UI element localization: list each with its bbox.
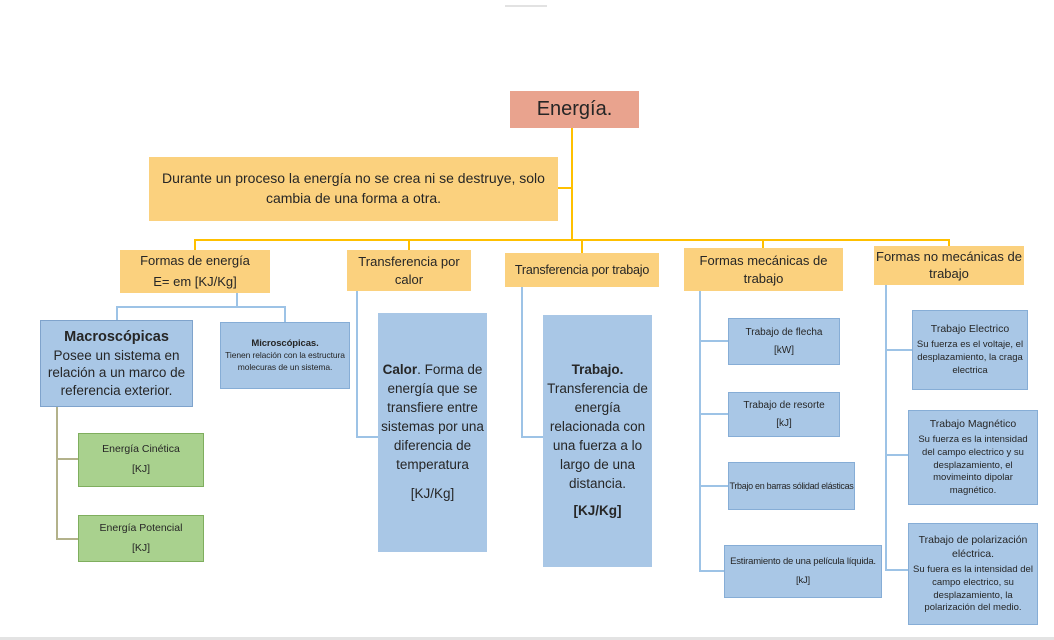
node-trabajo-electrico: Trabajo Electrico Su fuerza es el voltaj…: [912, 310, 1028, 390]
connector-trabajo-vert: [521, 286, 523, 438]
node-macroscopicas-title: Macroscópicas: [64, 328, 169, 345]
connector-stub-calor: [408, 239, 410, 251]
connector-trabajo-stub: [521, 436, 543, 438]
connector-drop-microscopicas: [284, 306, 286, 323]
node-trabajo-polarizacion-body: Su fuera es la intensidad del campo elec…: [913, 564, 1033, 614]
node-microscopicas-title: Microscópicas.: [251, 337, 319, 349]
connector-mecanicas-stub-3: [699, 485, 728, 487]
connector-drop-macroscopicas: [116, 306, 118, 321]
connector-root-vertical: [571, 128, 573, 241]
page-top-mark: [505, 5, 547, 7]
node-energia-cinetica-unit: [KJ]: [131, 463, 151, 475]
connector-stub-trabajo: [581, 239, 583, 254]
node-estiramiento-pelicula: Estiramiento de una película líquida. [k…: [724, 545, 882, 598]
node-energia-label: Energía.: [536, 98, 613, 120]
connector-mecanicas-stub-1: [699, 340, 728, 342]
node-microscopicas: Microscópicas. Tienen relación con la es…: [220, 322, 350, 389]
node-energia-root: Energía.: [510, 91, 639, 128]
node-trabajo-de-resorte-label: Trabajo de resorte: [743, 399, 825, 411]
connector-mecanicas-vert: [699, 290, 701, 572]
node-trabajo-electrico-title: Trabajo Electrico: [930, 323, 1010, 336]
node-calor-definicion-text: Calor. Forma de energía que se transfier…: [380, 361, 485, 474]
branch-formas-de-energia: Formas de energía E= em [KJ/Kg]: [120, 250, 270, 293]
node-energia-potencial-unit: [KJ]: [131, 541, 151, 554]
node-trabajo-lead: Trabajo.: [571, 362, 624, 378]
page-bottom-edge: [0, 637, 1054, 640]
connector-mecanicas-stub-4: [699, 570, 724, 572]
branch-transferencia-trabajo: Transferencia por trabajo: [505, 253, 659, 287]
connector-stub-no-mecanicas: [948, 239, 950, 247]
node-trabajo-de-flecha-label: Trabajo de flecha: [745, 326, 823, 338]
connector-principle-stub: [558, 187, 572, 189]
node-energia-potencial: Energía Potencial [KJ]: [78, 515, 204, 562]
node-energia-potencial-label: Energía Potencial: [99, 521, 183, 534]
connector-branches-horizontal: [194, 239, 950, 241]
node-microscopicas-body: Tienen relación con la estructura molecu…: [225, 350, 345, 373]
connector-stub-mecanicas: [762, 239, 764, 249]
branch-transferencia-calor-label: Transferencia por calor: [358, 253, 460, 287]
connector-macro-stub-potencial: [56, 538, 78, 540]
connector-macro-stub-cinetica: [56, 458, 78, 460]
node-trabajo-polarizacion-title: Trabajo de polarización eléctrica.: [918, 533, 1028, 560]
branch-formas-mecanicas: Formas mecánicas de trabajo: [684, 248, 843, 291]
node-trabajo-magnetico-title: Trabajo Magnético: [929, 417, 1017, 430]
node-trabajo-barras-solidas-label: Trbajo en barras sólidad elásticas: [729, 481, 854, 491]
node-trabajo-magnetico: Trabajo Magnético Su fuerza es la intens…: [908, 410, 1038, 505]
node-trabajo-electrico-body: Su fuerza es el voltaje, el desplazamien…: [916, 339, 1024, 376]
branch-transferencia-calor: Transferencia por calor: [347, 250, 471, 291]
connector-calor-vert: [356, 290, 358, 438]
node-calor-lead: Calor: [382, 362, 418, 378]
node-principle-text: Durante un proceso la energía no se crea…: [162, 170, 545, 206]
node-macroscopicas-body: Posee un sistema en relación a un marco …: [47, 347, 186, 398]
branch-formas-line1: Formas de energía: [140, 253, 250, 269]
node-macroscopicas: Macroscópicas Posee un sistema en relaci…: [40, 320, 193, 407]
node-trabajo-body: Transferencia de energía relacionada con…: [547, 381, 648, 491]
node-calor-definicion: Calor. Forma de energía que se transfier…: [378, 313, 487, 552]
branch-formas-mecanicas-label: Formas mecánicas de trabajo: [699, 252, 828, 286]
connector-no-mecanicas-stub-2: [885, 454, 908, 456]
node-calor-body: . Forma de energía que se transfiere ent…: [381, 362, 484, 472]
node-trabajo-de-flecha-unit: [kW]: [774, 344, 794, 356]
node-trabajo-barras-solidas: Trbajo en barras sólidad elásticas: [728, 462, 855, 510]
node-trabajo-de-resorte-unit: [kJ]: [776, 417, 792, 429]
connector-formas-vert: [236, 292, 238, 308]
node-trabajo-de-flecha: Trabajo de flecha [kW]: [728, 318, 840, 365]
connector-stub-formas: [194, 239, 196, 251]
node-trabajo-definicion: Trabajo. Transferencia de energía relaci…: [543, 315, 652, 567]
branch-transferencia-trabajo-label: Transferencia por trabajo: [514, 263, 650, 277]
node-trabajo-polarizacion: Trabajo de polarización eléctrica. Su fu…: [908, 523, 1038, 625]
node-energia-cinetica: Energía Cinética [KJ]: [78, 433, 204, 487]
branch-formas-no-mecanicas: Formas no mecánicas de trabajo: [874, 246, 1024, 285]
node-estiramiento-pelicula-unit: [kJ]: [796, 574, 810, 586]
branch-formas-no-mecanicas-label: Formas no mecánicas de trabajo: [876, 248, 1022, 281]
connector-mecanicas-stub-2: [699, 413, 728, 415]
connector-calor-stub: [356, 436, 378, 438]
branch-formas-line2: E= em [KJ/Kg]: [153, 273, 237, 289]
node-trabajo-de-resorte: Trabajo de resorte [kJ]: [728, 392, 840, 437]
node-energia-cinetica-label: Energía Cinética: [102, 443, 180, 456]
node-calor-unit: [KJ/Kg]: [410, 485, 455, 501]
node-estiramiento-pelicula-label: Estiramiento de una película líquida.: [730, 556, 876, 568]
node-trabajo-unit: [KJ/Kg]: [573, 502, 622, 518]
connector-no-mecanicas-stub-3: [885, 569, 908, 571]
connector-no-mecanicas-stub-1: [885, 349, 912, 351]
node-trabajo-magnetico-body: Su fuerza es la intensidad del campo ele…: [918, 434, 1028, 497]
connector-no-mecanicas-vert: [885, 282, 887, 571]
connector-macro-vert: [56, 406, 58, 540]
node-principle: Durante un proceso la energía no se crea…: [149, 157, 558, 221]
connector-formas-horiz: [116, 306, 286, 308]
